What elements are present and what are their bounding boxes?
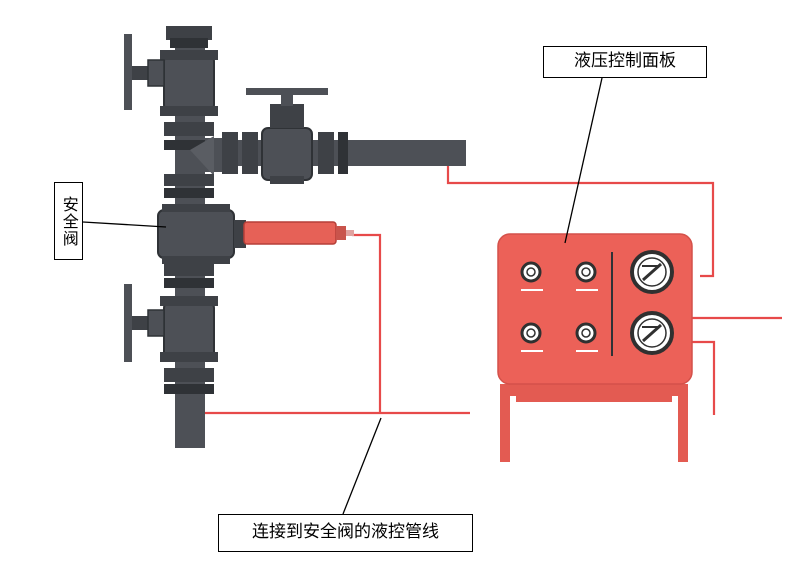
large-gauge-lower [630,311,674,355]
leader-control-line [342,417,382,515]
hydraulic-line-right-lower [690,340,716,415]
horizontal-gate-valve [261,127,313,181]
horizontal-valve-handwheel [246,88,328,95]
hydraulic-control-panel [497,233,693,462]
lower-valve-body [163,301,215,359]
panel-label: 液压控制面板 [543,46,707,78]
safety-valve-label: 安全阀 [54,182,83,260]
leader-safety-valve [82,221,167,228]
hydraulic-lines [203,166,782,415]
upper-handwheel [124,34,132,110]
small-gauge [520,261,543,291]
panel-leg-left [500,384,510,462]
safety-valve-actuator [243,221,337,245]
leader-panel [564,77,603,244]
control-line-label: 连接到安全阀的液控管线 [218,514,473,552]
wellhead [124,26,466,448]
callout-leaders [82,77,603,515]
top-cap [166,26,212,40]
panel-leg-right [678,384,688,462]
lower-handwheel [124,284,132,362]
hydraulic-line-top [446,166,715,278]
safety-valve-body [157,209,235,259]
small-gauge [520,322,543,352]
hydraulic-line-actuator [352,233,382,413]
upper-valve-body [163,54,215,112]
small-gauge [575,261,598,291]
small-gauge [575,322,598,352]
large-gauge-upper [630,250,674,294]
